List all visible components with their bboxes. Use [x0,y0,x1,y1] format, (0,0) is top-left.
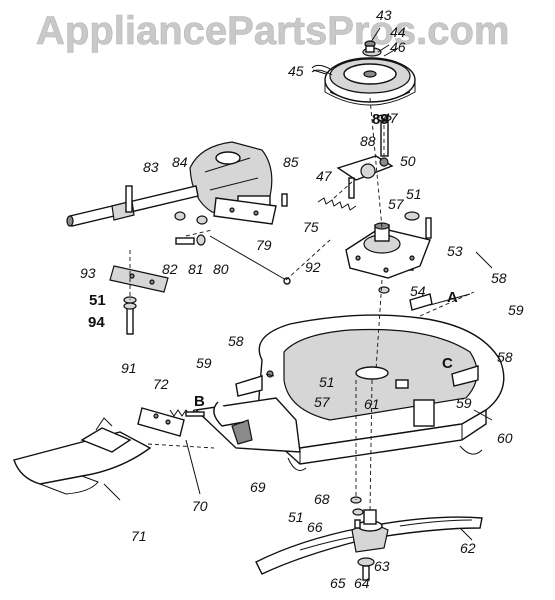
callout-61: 61 [364,396,380,412]
callout-88: 88 [360,133,376,149]
idler-arm-part [336,114,394,181]
discharge-chute-part [194,397,301,453]
hinge-bracket-part [137,407,185,437]
pulley-part [324,57,416,106]
callout-66: 66 [307,519,323,535]
hinge-spring-part [169,409,205,417]
callout-57a: 57 [388,196,405,212]
callout-B: B [194,393,205,410]
callout-47b: 47 [316,168,333,184]
callout-65: 65 [330,575,346,591]
callout-51a: 51 [406,186,422,202]
callout-54: 54 [410,283,426,299]
control-rod-part [209,235,291,285]
callout-51d: 51 [288,509,304,525]
callout-63: 63 [374,558,390,574]
callout-50: 50 [400,153,416,169]
callout-68: 68 [314,491,330,507]
callout-70: 70 [192,498,208,514]
watermark: AppliancePartsPros.com [36,9,510,53]
callout-64: 64 [354,575,370,591]
chute-deflector-part [13,417,152,495]
callout-57b: 57 [314,394,331,410]
blade-adapter-part [351,509,389,553]
callout-75: 75 [303,219,319,235]
callout-91: 91 [121,360,137,376]
callout-58a: 58 [491,270,507,286]
callout-93: 93 [80,265,96,281]
idler-spring-part [317,197,357,211]
callout-58b: 58 [228,333,244,349]
callout-89: 89 [372,111,389,128]
mower-deck-part [257,314,505,465]
callout-59a: 59 [508,302,524,318]
nut-part [378,286,390,294]
pulley-hardware-part [362,40,382,57]
callout-82: 82 [162,261,178,277]
callouts: 43 44 46 45 89 47 88 50 83 84 85 47 57 5… [80,7,524,591]
bolt-82-81-part [174,211,208,246]
hanger-bracket-part [109,265,169,293]
bolt-94-part [123,296,137,335]
leader-lines [103,27,493,541]
callout-92: 92 [305,259,321,275]
callout-45: 45 [288,63,304,79]
callout-62: 62 [460,540,476,556]
callout-A: A [447,289,458,306]
callout-83: 83 [143,159,159,175]
callout-58c: 58 [497,349,513,365]
callout-59c: 59 [456,395,472,411]
callout-47a: 47 [382,110,399,126]
callout-59b: 59 [196,355,212,371]
callout-51c: 51 [319,374,335,390]
callout-43: 43 [376,7,392,23]
callout-80: 80 [213,261,229,277]
callout-94: 94 [88,314,105,331]
callout-44: 44 [390,24,406,40]
callout-69: 69 [250,479,266,495]
callout-79: 79 [256,237,272,253]
callout-46: 46 [390,39,406,55]
spindle-plate-part [345,222,431,279]
wheel-guard-part [287,445,483,471]
callout-71: 71 [131,528,147,544]
callout-72: 72 [153,376,169,392]
callout-60: 60 [497,430,513,446]
callout-81: 81 [188,261,204,277]
callout-C: C [442,355,453,372]
callout-84: 84 [172,154,188,170]
pulley-belt-part [311,64,333,76]
callout-85: 85 [283,154,299,170]
axle-part [66,185,199,227]
callout-51b: 51 [89,292,106,309]
transmission-bracket-part [213,193,288,225]
assembly-lines [129,97,475,511]
callout-53: 53 [447,243,463,259]
